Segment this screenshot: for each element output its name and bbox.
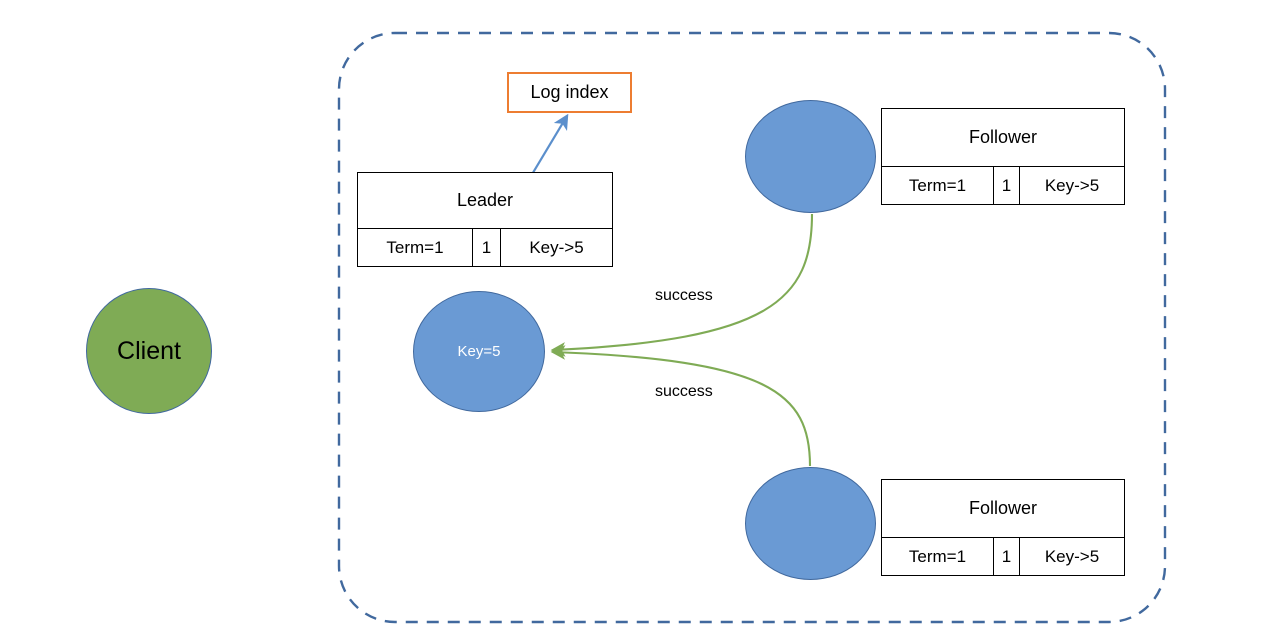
- follower-bottom-node[interactable]: [745, 467, 876, 580]
- follower-top-title: Follower: [882, 109, 1124, 167]
- leader-index-cell: 1: [473, 229, 501, 266]
- commit-node[interactable]: Key=5: [413, 291, 545, 412]
- client-node-label: Client: [117, 336, 181, 365]
- leader-node-title: Leader: [358, 173, 612, 229]
- follower-bottom-table[interactable]: Follower Term=1 1 Key->5: [881, 479, 1125, 576]
- log-index-callout-label: Log index: [530, 82, 609, 102]
- follower-bottom-index-cell: 1: [994, 538, 1020, 575]
- log-index-callout[interactable]: Log index: [507, 72, 632, 113]
- success-arrow-bottom: [550, 345, 812, 467]
- leader-entry-cell: Key->5: [529, 237, 584, 257]
- leader-log-row: Term=1 1 Key->5: [358, 229, 612, 266]
- follower-bottom-title: Follower: [882, 480, 1124, 538]
- follower-top-entry-cell: Key->5: [1044, 175, 1100, 195]
- leader-node-table[interactable]: Leader Term=1 1 Key->5: [357, 172, 613, 267]
- commit-node-label: Key=5: [457, 343, 501, 360]
- follower-top-log-row: Term=1 1 Key->5: [882, 167, 1124, 204]
- follower-top-term-cell: Term=1: [882, 167, 994, 204]
- follower-bottom-term-cell: Term=1: [882, 538, 994, 575]
- follower-top-node[interactable]: [745, 100, 876, 213]
- follower-bottom-log-row: Term=1 1 Key->5: [882, 538, 1124, 575]
- leader-term-cell: Term=1: [358, 229, 473, 266]
- success-label-top: success: [655, 287, 713, 304]
- follower-top-index-cell: 1: [994, 167, 1020, 204]
- success-label-bottom: success: [655, 383, 713, 400]
- client-node[interactable]: Client: [86, 288, 212, 414]
- follower-top-table[interactable]: Follower Term=1 1 Key->5: [881, 108, 1125, 205]
- follower-bottom-entry-cell: Key->5: [1044, 546, 1100, 566]
